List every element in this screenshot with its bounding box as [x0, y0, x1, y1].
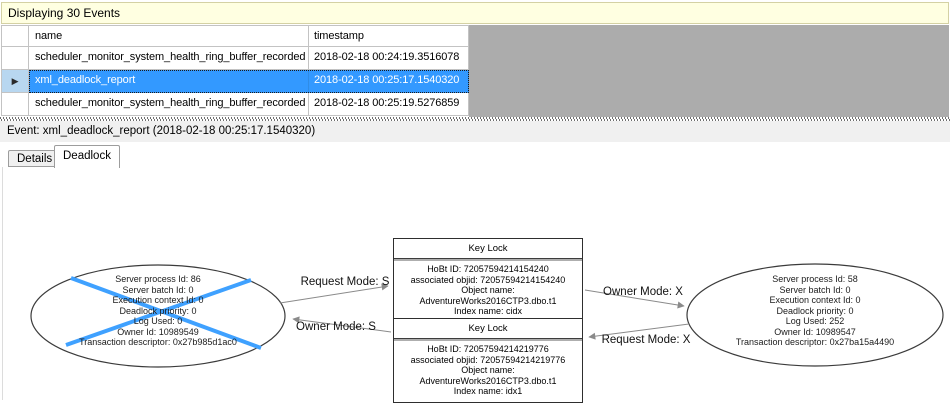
events-count-bar: Displaying 30 Events	[1, 2, 949, 24]
cell-timestamp: 2018-02-18 00:25:19.5276859	[309, 93, 469, 116]
grid-header-row: name timestamp	[1, 25, 469, 47]
cell-name: scheduler_monitor_system_health_ring_buf…	[29, 47, 309, 70]
horizontal-splitter[interactable]	[0, 117, 950, 121]
resource-title: Key Lock	[394, 319, 582, 339]
process-line: Deadlock priority: 0	[776, 305, 854, 316]
table-row[interactable]: scheduler_monitor_system_health_ring_buf…	[1, 93, 469, 116]
process-line: Execution context Id: 0	[769, 295, 861, 305]
cell-timestamp: 2018-02-18 00:24:19.3516078	[309, 47, 469, 70]
edge-label: Owner Mode: X	[603, 286, 683, 298]
events-grid: name timestamp scheduler_monitor_system_…	[1, 25, 469, 116]
process-line: Transaction descriptor: 0x27ba15a4490	[735, 337, 895, 347]
cell-name: xml_deadlock_report	[29, 70, 309, 93]
resource-line: associated objid: 72057594214154240	[410, 274, 566, 285]
process-line: Log Used: 252	[785, 316, 845, 326]
current-row-arrow-icon: ▶	[11, 76, 19, 86]
process-line: Server batch Id: 0	[779, 284, 851, 295]
resource-line: HoBt ID: 72057594214219776	[427, 344, 549, 354]
process-node-text: Server process Id: 58 Server batch Id: 0…	[690, 274, 940, 348]
resource-line: Index name: cidx	[453, 306, 523, 316]
grid-corner-cell	[1, 25, 29, 47]
edge-label: Owner Mode: S	[296, 321, 376, 333]
resource-body: HoBt ID: 72057594214154240 associated ob…	[394, 259, 582, 322]
victim-cross-icon	[70, 276, 262, 350]
edge-owner-s	[292, 316, 392, 333]
resource-title: Key Lock	[394, 239, 582, 259]
process-line: Log Used: 0	[133, 316, 183, 326]
process-line: Execution context Id: 0	[112, 295, 204, 305]
edge-request-s	[279, 283, 389, 304]
process-line: Transaction descriptor: 0x27b985d1ac0	[79, 337, 237, 347]
row-selector-cell: ▶	[1, 70, 29, 93]
table-row[interactable]: scheduler_monitor_system_health_ring_buf…	[1, 47, 469, 70]
edge-label: Request Mode: S	[301, 276, 390, 288]
process-line: Deadlock priority: 0	[119, 305, 197, 316]
process-line: Server process Id: 86	[115, 274, 201, 284]
row-selector-cell	[1, 93, 29, 116]
resource-line: Object name: AdventureWorks2016CTP3.dbo.…	[419, 285, 557, 306]
column-header-name[interactable]: name	[29, 25, 309, 47]
deadlock-graph-canvas: Request Mode: S Owner Mode: S Owner Mode…	[30, 263, 944, 368]
grid-empty-area	[469, 25, 949, 117]
edge-label: Request Mode: X	[602, 334, 691, 346]
tab-details[interactable]: Details	[8, 150, 62, 167]
resource-line: associated objid: 72057594214219776	[410, 354, 566, 365]
process-node-text: Server process Id: 86 Server batch Id: 0…	[33, 274, 283, 348]
row-selector-cell	[1, 47, 29, 70]
selected-event-bar: Event: xml_deadlock_report (2018-02-18 0…	[0, 121, 950, 142]
resource-line: Object name: AdventureWorks2016CTP3.dbo.…	[419, 365, 557, 386]
victim-cross-icon	[65, 278, 252, 347]
edge-owner-x	[584, 289, 685, 309]
process-line: Owner Id: 10989547	[774, 326, 856, 337]
process-line: Server process Id: 58	[772, 274, 858, 284]
deadlock-graph-panel: Request Mode: S Owner Mode: S Owner Mode…	[2, 167, 950, 403]
process-node[interactable]	[686, 263, 944, 367]
cell-timestamp: 2018-02-18 00:25:17.1540320	[309, 70, 469, 93]
edge-request-x	[588, 323, 690, 340]
process-line: Server batch Id: 0	[122, 284, 194, 295]
tab-deadlock[interactable]: Deadlock	[54, 145, 120, 168]
column-header-timestamp[interactable]: timestamp	[309, 25, 469, 47]
cell-name: scheduler_monitor_system_health_ring_buf…	[29, 93, 309, 116]
table-row-selected[interactable]: ▶ xml_deadlock_report 2018-02-18 00:25:1…	[1, 70, 469, 93]
resource-body: HoBt ID: 72057594214219776 associated ob…	[394, 339, 582, 402]
resource-node-keylock-top[interactable]: Key Lock HoBt ID: 72057594214154240 asso…	[393, 238, 583, 323]
process-line: Owner Id: 10989549	[117, 326, 199, 337]
resource-line: HoBt ID: 72057594214154240	[427, 264, 549, 274]
resource-node-keylock-bottom[interactable]: Key Lock HoBt ID: 72057594214219776 asso…	[393, 318, 583, 403]
resource-line: Index name: idx1	[453, 386, 523, 396]
